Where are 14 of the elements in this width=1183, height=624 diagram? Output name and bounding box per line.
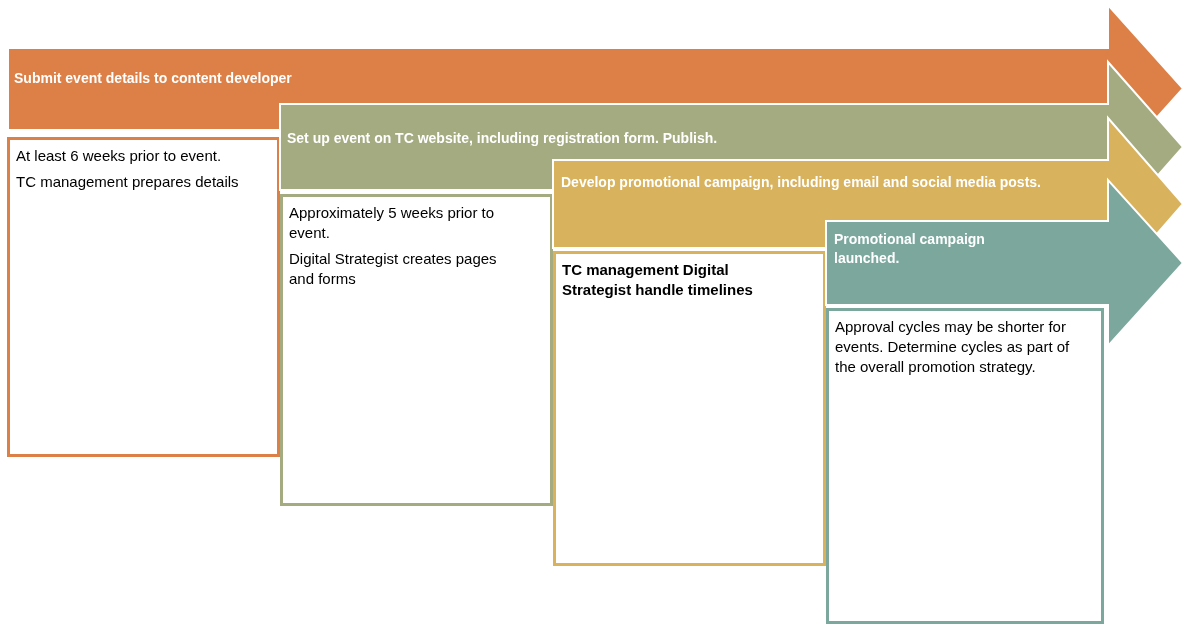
note-text: TC management Digital Strategist handle timelines	[562, 260, 754, 300]
note-text: At least 6 weeks prior to event.	[16, 146, 223, 166]
step-title: Promotional campaign launched.	[834, 230, 986, 268]
note-box	[7, 137, 280, 457]
step-title: Submit event details to content developer	[14, 69, 292, 88]
note-box	[826, 308, 1104, 624]
note-text: Digital Strategist creates pages and forms	[289, 249, 498, 289]
note-text: Approval cycles may be shorter for events. Determine cycles as part of the overall promotion strategy.	[835, 317, 1071, 377]
step-title: Set up event on TC website, including registration form. Publish.	[287, 129, 718, 148]
note-text: TC management prepares details	[16, 172, 240, 192]
step-title: Develop promotional campaign, including email and social media posts.	[561, 173, 1041, 192]
note-text: Approximately 5 weeks prior to event.	[289, 203, 496, 243]
note-box	[280, 194, 553, 506]
note-box	[553, 251, 826, 566]
